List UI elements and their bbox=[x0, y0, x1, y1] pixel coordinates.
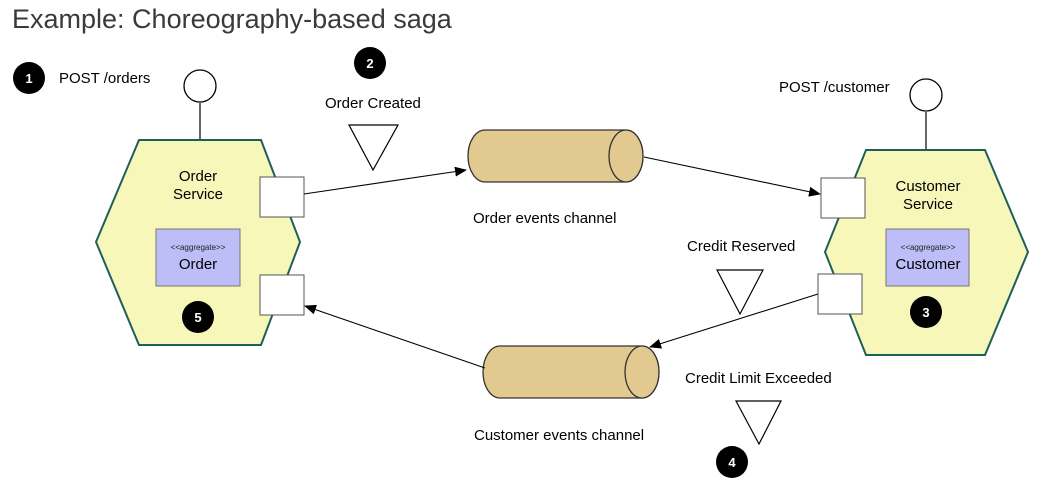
step-badge-2-circle bbox=[354, 47, 386, 79]
customer-endpoint-label: POST /customer bbox=[779, 79, 890, 96]
customer-events-channel[interactable] bbox=[482, 345, 660, 399]
order-api-endpoint-icon[interactable] bbox=[183, 69, 217, 103]
step-badge-5-circle bbox=[182, 301, 214, 333]
step-badge-3-number: 3 bbox=[922, 305, 929, 320]
order-endpoint-label: POST /orders bbox=[59, 70, 150, 87]
step-badge-3-circle bbox=[910, 296, 942, 328]
customer-aggregate-box bbox=[885, 228, 970, 287]
diagram-title: Example: Choreography-based saga bbox=[12, 4, 452, 34]
customer-inbound-port[interactable] bbox=[820, 177, 866, 219]
order-aggregate-name: Order bbox=[179, 256, 217, 273]
step-badge-5-number: 5 bbox=[194, 310, 201, 325]
customer-aggregate-stereotype: <<aggregate>> bbox=[901, 243, 956, 252]
arrow-customer-to-customer-channel bbox=[649, 293, 819, 349]
order-created-message-icon bbox=[348, 124, 400, 172]
customer-service-name-line2: Service bbox=[903, 196, 953, 213]
step-badge-1: 1 bbox=[13, 62, 45, 94]
step-badge-4: 4 bbox=[716, 446, 748, 478]
credit-limit-exceeded-message-icon bbox=[734, 400, 782, 446]
arrow-order-channel-to-customer bbox=[643, 156, 821, 197]
order-service-name-line2: Service bbox=[173, 186, 223, 203]
arrow-order-to-order-channel bbox=[303, 166, 467, 195]
order-aggregate-box bbox=[155, 228, 241, 287]
customer-service-name-line1: Customer bbox=[895, 178, 960, 195]
order-aggregate-stereotype: <<aggregate>> bbox=[171, 243, 226, 252]
customer-api-endpoint-icon[interactable] bbox=[909, 78, 943, 112]
credit-reserved-message-icon bbox=[716, 269, 764, 316]
customer-outbound-port[interactable] bbox=[817, 273, 863, 315]
order-inbound-port[interactable] bbox=[259, 274, 305, 316]
order-events-channel-label: Order events channel bbox=[473, 210, 616, 227]
order-outbound-port[interactable] bbox=[259, 176, 305, 218]
order-service[interactable]: Order Service <<aggregate>> Order bbox=[94, 69, 305, 346]
step-badge-4-circle bbox=[716, 446, 748, 478]
step-badge-4-number: 4 bbox=[728, 455, 736, 470]
step-badge-1-number: 1 bbox=[25, 71, 32, 86]
step-badge-2-number: 2 bbox=[366, 56, 373, 71]
arrow-customer-channel-to-order bbox=[304, 304, 486, 369]
step-badge-5: 5 bbox=[182, 301, 214, 333]
customer-events-channel-label: Customer events channel bbox=[474, 427, 644, 444]
order-events-channel-end bbox=[608, 129, 644, 183]
step-badge-1-circle bbox=[13, 62, 45, 94]
customer-service[interactable]: Customer Service <<aggregate>> Customer bbox=[817, 78, 1030, 356]
customer-aggregate-name: Customer bbox=[895, 256, 960, 273]
order-service-name-line1: Order bbox=[179, 168, 217, 185]
step-badge-3: 3 bbox=[910, 296, 942, 328]
credit-limit-exceeded-label: Credit Limit Exceeded bbox=[685, 370, 832, 387]
order-created-label: Order Created bbox=[325, 95, 421, 112]
order-events-channel[interactable] bbox=[467, 129, 644, 183]
step-badge-2: 2 bbox=[354, 47, 386, 79]
credit-reserved-label: Credit Reserved bbox=[687, 238, 795, 255]
customer-events-channel-end bbox=[624, 345, 660, 399]
